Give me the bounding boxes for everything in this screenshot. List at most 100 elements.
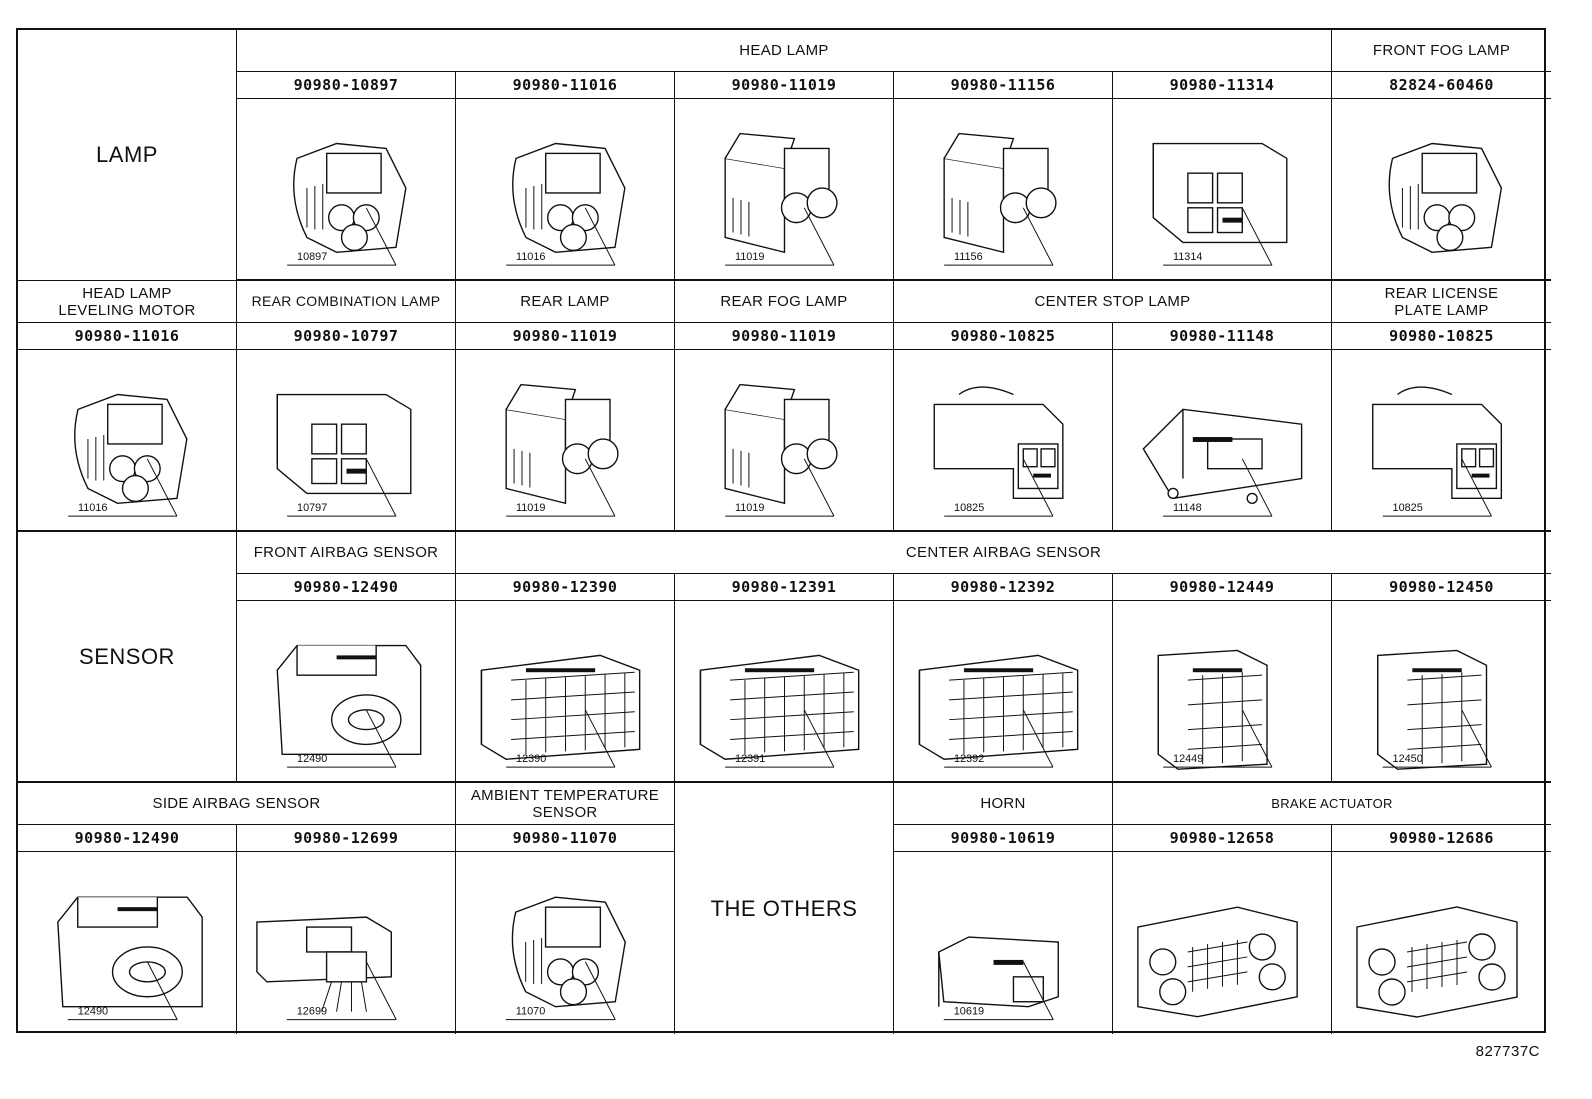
connector-drawing: 11019 <box>724 383 838 517</box>
part-number: 90980-11019 <box>675 72 894 99</box>
connector-illustration <box>1332 99 1551 281</box>
connector-drawing: 12490 <box>276 644 422 768</box>
connector-drawing: 12391 <box>699 654 860 768</box>
connector-drawing <box>1388 142 1503 254</box>
group-label-sensor: SENSOR <box>18 532 237 783</box>
title-center-stop-lamp: CENTER STOP LAMP <box>894 281 1332 323</box>
connector-drawing: 12699 <box>256 916 397 1021</box>
connector-illustration: 10797 <box>237 350 456 532</box>
connector-illustration: 12391 <box>675 601 894 783</box>
part-number: 90980-10825 <box>1332 323 1551 350</box>
part-callout-label: 12490 <box>78 1006 108 1018</box>
title-center-airbag-sensor: CENTER AIRBAG SENSOR <box>456 532 1551 574</box>
part-number: 90980-11070 <box>456 825 675 852</box>
part-number: 90980-10797 <box>237 323 456 350</box>
title-horn: HORN <box>894 783 1113 825</box>
part-number: 90980-12391 <box>675 574 894 601</box>
part-number: 90980-12490 <box>18 825 237 852</box>
connector-drawing: 10825 <box>933 386 1064 517</box>
connector-illustration: 11070 <box>456 852 675 1034</box>
title-rear-combination-lamp: REAR COMBINATION LAMP <box>237 281 456 323</box>
title-head-lamp: HEAD LAMP <box>237 30 1332 72</box>
part-number: 90980-10897 <box>237 72 456 99</box>
connector-illustration: 12450 <box>1332 601 1551 783</box>
part-callout-label: 11156 <box>954 251 983 263</box>
connector-drawing <box>1137 906 1298 1018</box>
connector-illustration: 11019 <box>675 99 894 281</box>
title-ambient-temperature-sensor: AMBIENT TEMPERATURE SENSOR <box>456 783 675 825</box>
connector-illustration: 11019 <box>675 350 894 532</box>
connector-illustration: 11148 <box>1113 350 1332 532</box>
connector-drawing: 11016 <box>506 142 626 266</box>
part-callout-label: 10797 <box>297 502 327 514</box>
figure-code: 827737C <box>1475 1043 1540 1060</box>
connector-drawing: 10897 <box>287 142 407 266</box>
part-callout-label: 12699 <box>297 1006 327 1018</box>
title-front-fog-lamp: FRONT FOG LAMP <box>1332 30 1551 72</box>
connector-drawing: 12449 <box>1157 649 1273 770</box>
part-number: 90980-12699 <box>237 825 456 852</box>
part-callout-label: 11016 <box>516 251 545 263</box>
connector-illustration: 10897 <box>237 99 456 281</box>
part-number: 90980-12658 <box>1113 825 1332 852</box>
part-callout-label: 12490 <box>297 753 327 765</box>
connector-drawing: 10619 <box>938 936 1059 1021</box>
part-number: 90980-11148 <box>1113 323 1332 350</box>
connector-illustration: 11016 <box>18 350 237 532</box>
part-callout-label: 10825 <box>1393 502 1423 514</box>
part-callout-label: 12392 <box>954 753 984 765</box>
part-number: 90980-12490 <box>237 574 456 601</box>
part-callout-label: 11016 <box>78 502 107 514</box>
part-number: 90980-10619 <box>894 825 1113 852</box>
connector-illustration: 12490 <box>18 852 237 1034</box>
part-number: 90980-12390 <box>456 574 675 601</box>
part-callout-label: 12450 <box>1393 753 1423 765</box>
group-label-lamp: LAMP <box>18 30 237 281</box>
part-number: 90980-11156 <box>894 72 1113 99</box>
connector-illustration: 12449 <box>1113 601 1332 783</box>
title-rear-fog-lamp: REAR FOG LAMP <box>675 281 894 323</box>
connector-illustration: 10825 <box>1332 350 1551 532</box>
connector-illustration: 11314 <box>1113 99 1332 281</box>
connector-drawing: 11019 <box>505 383 619 517</box>
connector-drawing: 11314 <box>1152 142 1288 266</box>
part-callout-label: 10897 <box>297 251 327 263</box>
connector-drawing: 12392 <box>918 654 1079 768</box>
title-front-airbag-sensor: FRONT AIRBAG SENSOR <box>237 532 456 574</box>
part-callout-label: 12391 <box>735 753 765 765</box>
part-callout-label: 11019 <box>735 502 764 514</box>
part-number: 82824-60460 <box>1332 72 1551 99</box>
part-callout-label: 11314 <box>1173 251 1202 263</box>
connector-drawing: 11070 <box>505 896 626 1021</box>
connector-drawing: 11156 <box>943 132 1057 266</box>
part-number: 90980-11016 <box>456 72 675 99</box>
connector-drawing: 12490 <box>57 896 203 1021</box>
connector-drawing: 12390 <box>480 654 641 768</box>
part-callout-label: 11019 <box>735 251 764 263</box>
connector-illustration <box>1113 852 1332 1034</box>
connector-illustration: 12392 <box>894 601 1113 783</box>
connector-drawing: 11016 <box>68 393 188 517</box>
connector-illustration: 12490 <box>237 601 456 783</box>
connector-reference-table: LAMP HEAD LAMP FRONT FOG LAMP 90980-1089… <box>16 28 1551 1034</box>
connector-illustration: 11019 <box>456 350 675 532</box>
part-callout-label: 11070 <box>516 1006 546 1018</box>
title-rear-lamp: REAR LAMP <box>456 281 675 323</box>
title-head-lamp-leveling-motor: HEAD LAMP LEVELING MOTOR <box>18 281 237 323</box>
part-number: 90980-12686 <box>1332 825 1551 852</box>
part-callout-label: 10619 <box>954 1006 984 1018</box>
connector-drawing: 10797 <box>276 393 412 517</box>
connector-illustration: 10619 <box>894 852 1113 1034</box>
part-number: 90980-11019 <box>675 323 894 350</box>
part-callout-label: 11019 <box>516 502 545 514</box>
part-number: 90980-10825 <box>894 323 1113 350</box>
connector-illustration: 10825 <box>894 350 1113 532</box>
connector-drawing: 10825 <box>1372 386 1503 517</box>
part-number: 90980-11314 <box>1113 72 1332 99</box>
connector-drawing: 12450 <box>1377 649 1492 770</box>
connector-illustration: 11156 <box>894 99 1113 281</box>
title-side-airbag-sensor: SIDE AIRBAG SENSOR <box>18 783 456 825</box>
part-number: 90980-11019 <box>456 323 675 350</box>
connector-drawing: 11148 <box>1142 408 1303 517</box>
connector-illustration <box>1332 852 1551 1034</box>
